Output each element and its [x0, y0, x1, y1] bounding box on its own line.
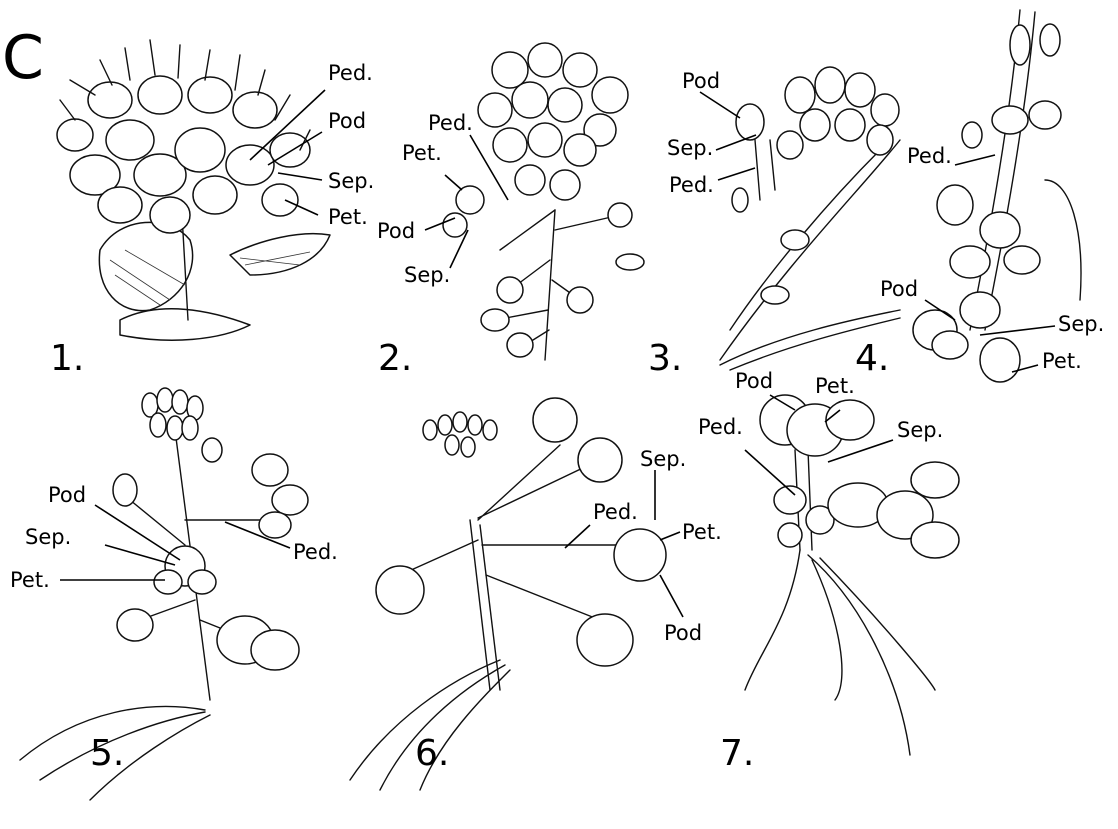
fig1-label-sep: Sep. [328, 169, 374, 193]
fig6-label-ped: Ped. [593, 500, 638, 524]
figure-1-labels: Ped. Pod Sep. Pet. [328, 61, 374, 229]
fig4-label-pod: Pod [880, 277, 918, 301]
figure-1-number: 1. [50, 338, 84, 379]
fig3-label-sep: Sep. [667, 136, 713, 160]
figure-5-drawing [20, 388, 308, 800]
figure-5-number: 5. [90, 733, 124, 774]
fig4-label-pet: Pet. [1042, 349, 1082, 373]
figure-7-number: 7. [720, 733, 754, 774]
fig5-label-pod: Pod [48, 483, 86, 507]
fig1-label-pod: Pod [328, 109, 366, 133]
figure-7-drawing [745, 395, 959, 755]
panel-label: C [2, 23, 44, 93]
fig7-label-sep: Sep. [897, 418, 943, 442]
figure-6-drawing [350, 398, 666, 790]
figure-2-number: 2. [378, 338, 412, 379]
fig5-label-sep: Sep. [25, 525, 71, 549]
figure-3-number: 3. [648, 338, 682, 379]
figure-1-drawing [57, 40, 330, 340]
fig3-label-pod: Pod [682, 69, 720, 93]
fig6-label-pet: Pet. [682, 520, 722, 544]
fig4-label-ped: Ped. [907, 144, 952, 168]
fig7-label-pet: Pet. [815, 374, 855, 398]
figure-4-number: 4. [855, 338, 889, 379]
fig1-label-pet: Pet. [328, 205, 368, 229]
figure-4-drawing [913, 10, 1081, 382]
fig5-label-pet: Pet. [10, 568, 50, 592]
fig4-label-sep: Sep. [1058, 312, 1104, 336]
fig7-label-pod: Pod [735, 369, 773, 393]
figure-3-drawing [720, 67, 900, 370]
fig7-label-ped: Ped. [698, 415, 743, 439]
figure-2-drawing [443, 43, 644, 360]
figure-4-labels: Ped. Pod Sep. Pet. [880, 144, 1104, 373]
fig2-label-ped: Ped. [428, 111, 473, 135]
fig6-label-pod: Pod [664, 621, 702, 645]
fig1-label-ped: Ped. [328, 61, 373, 85]
fig2-label-sep: Sep. [404, 263, 450, 287]
fig3-label-ped: Ped. [669, 173, 714, 197]
figure-3-labels: Pod Sep. Ped. [667, 69, 720, 197]
figure-6-number: 6. [415, 733, 449, 774]
fig2-label-pet: Pet. [402, 141, 442, 165]
fig2-label-pod: Pod [377, 219, 415, 243]
fig6-label-sep: Sep. [640, 447, 686, 471]
fig5-label-ped: Ped. [293, 540, 338, 564]
